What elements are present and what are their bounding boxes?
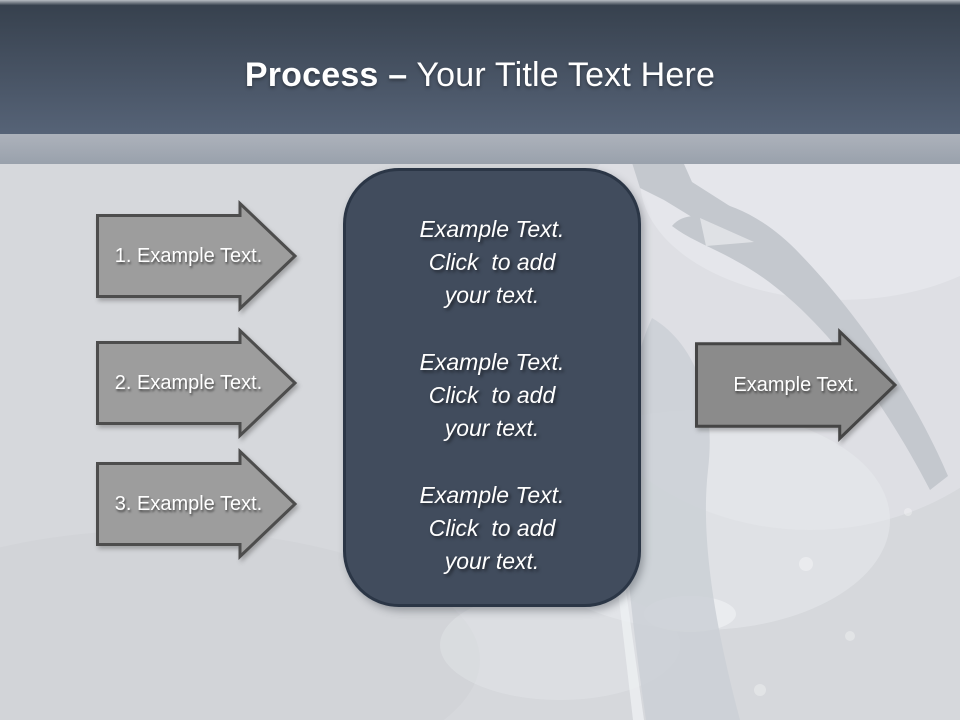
arrow-right-icon <box>96 326 298 440</box>
title-separator: – <box>388 55 408 94</box>
title-remainder: Your Title Text Here <box>407 55 716 94</box>
process-output-label: Example Text. <box>733 373 859 396</box>
title-emphasis: Process <box>244 55 379 94</box>
title-bar: Process – Your Title Text Here <box>0 0 960 134</box>
process-step-2-arrow[interactable]: 2. Example Text. <box>96 326 298 440</box>
text-block-1[interactable]: Example Text. Click to add your text. <box>420 213 565 312</box>
text-line: your text. <box>444 282 540 308</box>
process-step-1-arrow[interactable]: 1. Example Text. <box>96 199 298 313</box>
text-line: Example Text. <box>419 216 565 242</box>
process-step-2-label: 2. Example Text. <box>114 371 263 394</box>
arrow-right-icon <box>96 199 298 313</box>
text-line: Click to add <box>428 382 556 408</box>
text-line: your text. <box>444 548 540 574</box>
text-line: Click to add <box>428 515 556 541</box>
process-output-arrow[interactable]: Example Text. <box>695 327 898 443</box>
process-step-3-arrow[interactable]: 3. Example Text. <box>96 447 298 561</box>
text-line: Example Text. <box>419 349 565 375</box>
text-line: Click to add <box>428 249 556 275</box>
header-accent-band <box>0 134 960 164</box>
process-step-1-label: 1. Example Text. <box>114 244 263 267</box>
arrow-right-icon <box>96 447 298 561</box>
text-block-3[interactable]: Example Text. Click to add your text. <box>420 479 565 578</box>
text-line: your text. <box>444 415 540 441</box>
arrow-right-icon <box>695 327 898 443</box>
text-line: Example Text. <box>419 482 565 508</box>
slide-title[interactable]: Process – Your Title Text Here <box>245 56 715 95</box>
text-block-2[interactable]: Example Text. Click to add your text. <box>420 346 565 445</box>
process-step-3-label: 3. Example Text. <box>114 492 263 515</box>
content-panel[interactable]: Example Text. Click to add your text. Ex… <box>343 168 641 607</box>
